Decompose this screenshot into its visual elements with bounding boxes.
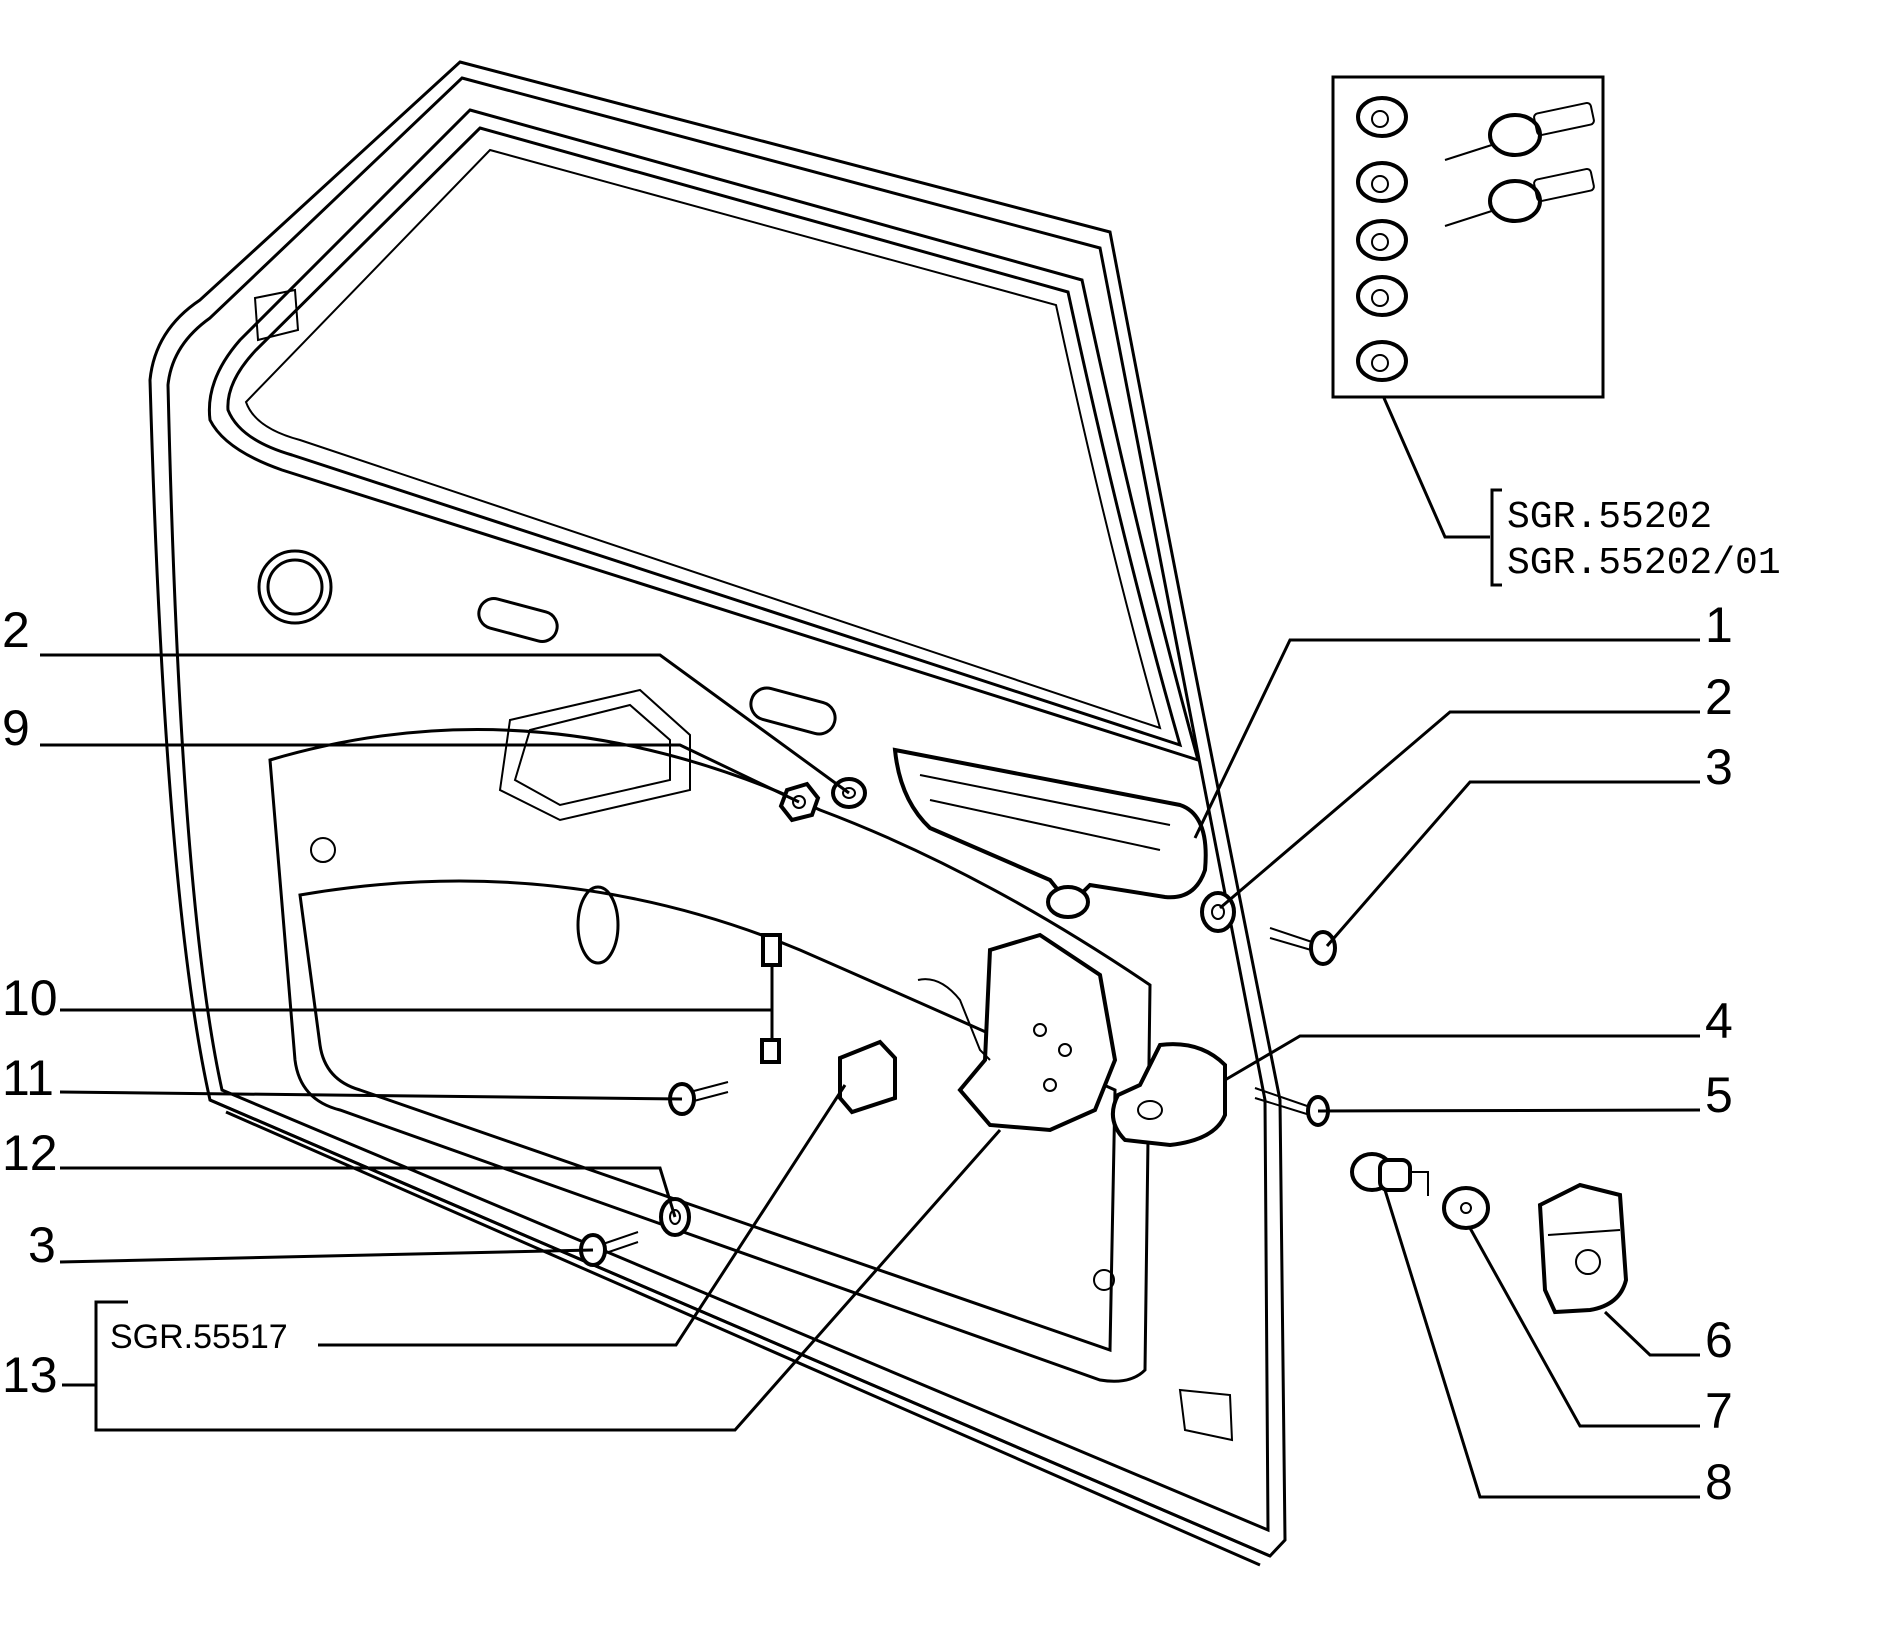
callout-left-12: 12	[2, 1125, 58, 1181]
leader-right-1	[1193, 638, 1700, 839]
callout-right-2: 2	[1705, 669, 1733, 725]
washer-7	[1442, 1186, 1490, 1230]
callout-left-13: 13	[2, 1347, 58, 1403]
leader-sgr-55517	[318, 1084, 847, 1347]
leader-left-11	[59, 1090, 683, 1101]
callout-left-11: 11	[2, 1050, 54, 1106]
lock-housing-6	[1537, 1182, 1629, 1315]
nut-9	[778, 781, 821, 823]
callout-right-7: 7	[1705, 1383, 1733, 1439]
callout-right-5: 5	[1705, 1067, 1733, 1123]
leader-right-2	[1219, 710, 1700, 910]
leader-right-4	[1224, 1034, 1700, 1082]
leader-right-8	[1383, 1189, 1700, 1499]
lock-kit-leader	[1382, 397, 1490, 539]
leader-right-5	[1317, 1108, 1701, 1113]
ref-sgr-55517: SGR.55517	[110, 1318, 288, 1356]
lock-cylinder-icons	[1356, 96, 1408, 382]
latch-rod-clip	[760, 933, 782, 1064]
lock-bracket-part	[838, 1039, 897, 1115]
key-icons	[1444, 101, 1595, 227]
callout-right-8: 8	[1705, 1454, 1733, 1510]
callout-left-10: 10	[2, 970, 58, 1026]
striker-plate	[1110, 1042, 1227, 1148]
ref-sgr-55202-01: SGR.55202/01	[1507, 542, 1781, 585]
lock-kit-box	[1331, 75, 1605, 399]
leader-left-12	[60, 1166, 677, 1218]
leader-right-7	[1468, 1227, 1700, 1428]
leader-right-6	[1603, 1310, 1700, 1357]
leader-right-3	[1325, 780, 1700, 947]
callout-right-4: 4	[1705, 993, 1733, 1049]
leader-left-9	[40, 743, 800, 804]
screw-3-right	[1269, 927, 1337, 966]
lock-cylinder-8	[1350, 1152, 1429, 1196]
callout-left-3: 3	[28, 1217, 56, 1273]
callout-left-2: 2	[2, 602, 30, 658]
callout-right-6: 6	[1705, 1312, 1733, 1368]
ref-sgr-55202: SGR.55202	[1507, 496, 1712, 539]
lock-kit-bracket	[1490, 488, 1502, 587]
door-latch-assembly	[917, 932, 1118, 1133]
door-panel	[148, 60, 1287, 1567]
callout-left-9: 9	[2, 700, 30, 756]
outer-door-handle	[892, 747, 1208, 919]
leader-left-2	[40, 653, 850, 795]
leader-left-3	[59, 1248, 594, 1264]
callout-right-3: 3	[1705, 739, 1733, 795]
ref-bracket-13	[94, 1129, 1002, 1432]
callout-right-1: 1	[1705, 597, 1733, 653]
